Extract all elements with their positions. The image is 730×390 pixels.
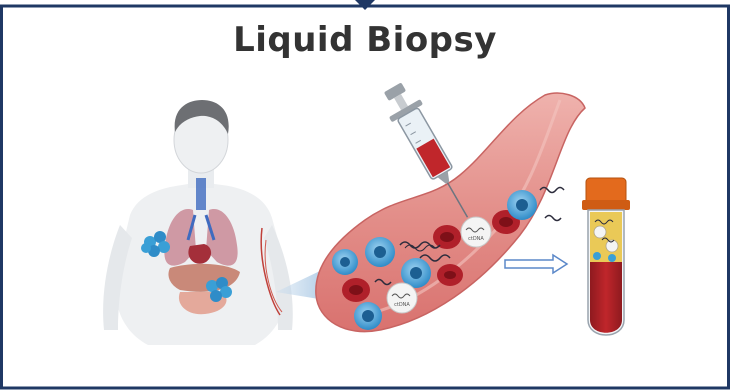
exosome: ctDNA: [387, 283, 417, 313]
circulating-tumor-cell: [507, 190, 537, 220]
blood-vessel: ctDNA ctDNA: [316, 93, 585, 331]
red-blood-cell: [433, 225, 461, 249]
trachea: [196, 178, 206, 210]
red-blood-cell: [342, 278, 370, 302]
exosome-label: ctDNA: [394, 302, 410, 308]
exosome: ctDNA: [461, 217, 491, 247]
page-title: Liquid Biopsy: [0, 20, 730, 60]
blood-tube: [582, 178, 630, 335]
circulating-tumor-cell: [354, 302, 382, 330]
exosome-label: ctDNA: [468, 236, 484, 242]
human-body: [103, 100, 293, 345]
blood-layer: [590, 262, 622, 333]
circulating-tumor-cell: [365, 237, 395, 267]
process-arrow: [505, 255, 567, 273]
cfdna-strand: [545, 216, 561, 221]
circulating-tumor-cell: [332, 249, 358, 275]
red-blood-cell: [437, 264, 463, 286]
